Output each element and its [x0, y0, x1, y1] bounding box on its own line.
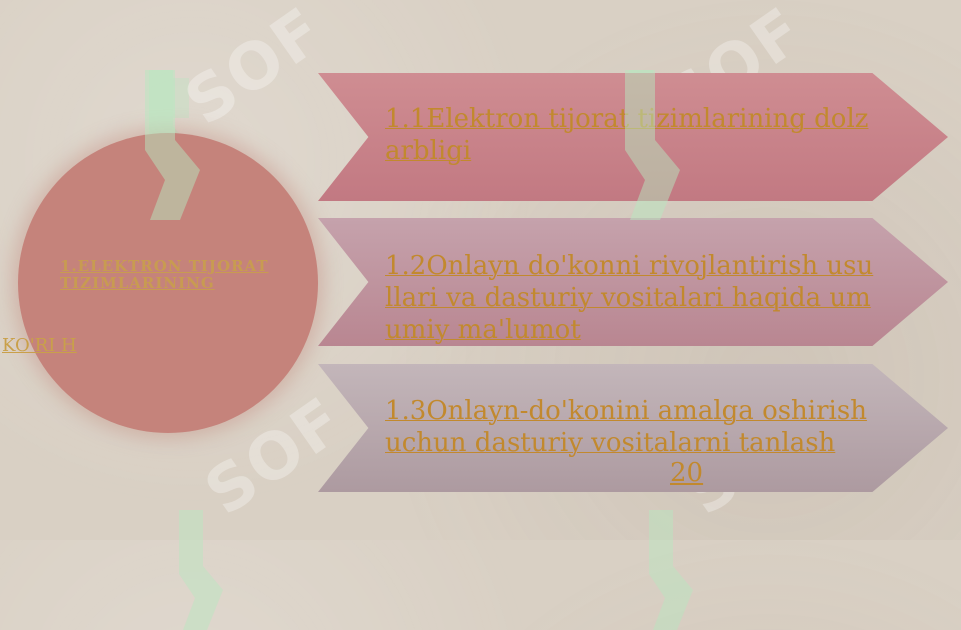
- chapter-title: 1.ELEKTRON TIJORAT TIZIMLARINING: [60, 257, 269, 292]
- page-number-link[interactable]: 20: [670, 458, 704, 488]
- section-arrow-2: [318, 218, 948, 346]
- section-link-1-3[interactable]: 1.3Onlayn-do'konini amalga oshirish uchu…: [385, 396, 867, 458]
- watermark-logo-icon: [649, 510, 693, 630]
- chapter-title-overflow: KO'RI H: [2, 335, 77, 356]
- section-link-1-1[interactable]: 1.1Elektron tijorat tizimlarining dolzar…: [385, 104, 869, 166]
- watermark-text: SOF: [172, 0, 338, 141]
- section-arrow-3: [318, 364, 948, 492]
- watermark-logo-icon: [179, 510, 223, 630]
- section-link-1-2[interactable]: 1.2Onlayn do'konni rivojlantirish usulla…: [385, 251, 874, 345]
